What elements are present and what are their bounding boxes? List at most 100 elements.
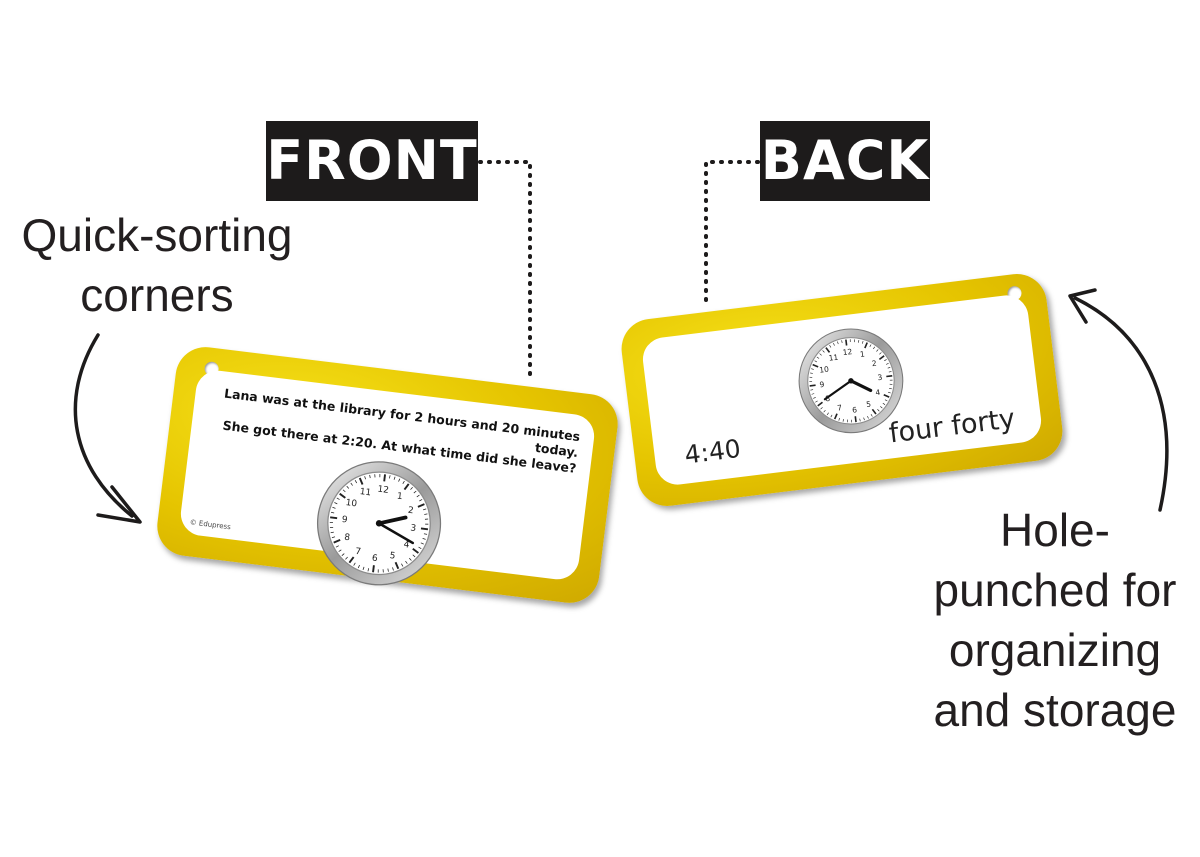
clock-tick: [854, 416, 857, 423]
clock-tick: [815, 400, 818, 403]
clock-tick: [394, 561, 400, 570]
clock-tick: [829, 345, 832, 348]
caption-line: punched for: [933, 564, 1177, 616]
clock-tick: [342, 489, 346, 493]
clock-tick: [838, 417, 840, 421]
clock-tick: [878, 355, 885, 361]
clock-numeral: 10: [819, 365, 830, 375]
clock-tick: [338, 549, 342, 552]
clock-tick: [331, 536, 336, 539]
clock-tick: [837, 341, 839, 345]
clock-tick: [393, 476, 396, 480]
clock-tick: [354, 480, 358, 484]
clock-numeral: 8: [344, 533, 351, 544]
clock-tick: [424, 518, 429, 520]
clock-tick: [859, 418, 861, 422]
clock-numeral: 8: [825, 394, 831, 404]
clock-tick: [345, 556, 348, 560]
caption-line: corners: [80, 269, 234, 321]
clock-tick: [346, 485, 350, 489]
clock-tick: [867, 415, 869, 419]
clock-tick: [389, 475, 391, 479]
clock-tick: [847, 419, 848, 423]
copyright-text: © Edupress: [189, 518, 232, 532]
clock-tick: [377, 569, 379, 573]
clock-tick: [858, 339, 860, 343]
clock-tick: [888, 391, 891, 394]
clock-tick: [401, 563, 404, 567]
clock-tick: [889, 383, 893, 385]
clock-numeral: 11: [359, 487, 372, 498]
clock-tick: [330, 531, 334, 534]
clock-numeral: 12: [377, 485, 390, 496]
clock-tick: [809, 376, 813, 378]
clock-tick: [387, 568, 389, 572]
front-label: FRONT: [266, 121, 478, 201]
clock-tick: [880, 406, 883, 409]
clock-numeral: 4: [875, 388, 881, 398]
clock-numeral: 9: [819, 380, 825, 390]
clock-tick: [329, 526, 334, 529]
clock-tick: [863, 417, 865, 421]
clock-tick: [812, 363, 819, 368]
clock-tick: [369, 474, 371, 479]
clock-tick: [416, 494, 420, 498]
clock-tick: [854, 339, 855, 343]
clock-tick: [876, 349, 879, 352]
clock-tick: [809, 381, 813, 382]
clock-tick: [823, 409, 826, 413]
clock-tick: [382, 569, 384, 573]
clock-numeral: 4: [403, 540, 410, 551]
back-connector-line: [704, 160, 760, 307]
corners-arrowhead: [96, 485, 142, 524]
clock-tick: [413, 490, 417, 494]
clock-tick: [412, 554, 416, 558]
minute-hand: [377, 522, 415, 545]
clock-numeral: 6: [371, 554, 378, 565]
answer-digits: 4:40: [683, 433, 743, 470]
clock-tick: [408, 557, 412, 561]
clock-tick: [889, 387, 892, 390]
clock-tick: [420, 542, 424, 545]
clock-tick: [887, 366, 891, 369]
clock-tick: [374, 474, 376, 478]
clock-tick: [842, 418, 844, 422]
clock-tick: [809, 384, 816, 387]
caption-line: organizing: [948, 624, 1162, 676]
clock-tick: [418, 546, 422, 550]
clock-tick: [830, 414, 833, 418]
clock-numeral: 1: [396, 492, 403, 503]
clock-tick: [862, 340, 864, 344]
clock-tick: [424, 513, 428, 515]
clock-tick: [339, 492, 346, 499]
clock-tick: [820, 407, 823, 410]
clock-tick: [330, 511, 335, 514]
clock-tick: [350, 482, 353, 486]
clock-tick: [412, 547, 419, 554]
clock-tick: [811, 368, 814, 370]
clock-tick: [425, 523, 429, 525]
clock-tick: [826, 412, 829, 416]
clock-numeral: 7: [355, 547, 362, 558]
clock-tick: [833, 343, 835, 346]
clock-tick: [841, 340, 843, 344]
clock-tick: [872, 346, 876, 350]
clock-tick: [816, 356, 820, 359]
clock-numeral: 11: [828, 353, 839, 363]
clock-tick: [884, 399, 888, 402]
clock-numeral: 9: [341, 515, 348, 526]
clock-tick: [819, 353, 822, 356]
clock-tick: [879, 352, 882, 355]
clock-tick: [869, 344, 872, 347]
clock-numeral: 2: [871, 359, 877, 369]
caption-hole-punched: Hole- punched for organizing and storage: [920, 500, 1190, 740]
clock-tick: [417, 503, 425, 508]
clock-tick: [341, 553, 345, 556]
caption-quick-sorting-corners: Quick-sorting corners: [12, 205, 302, 325]
caption-line: Quick-sorting: [21, 209, 293, 261]
clock-tick: [849, 339, 851, 342]
